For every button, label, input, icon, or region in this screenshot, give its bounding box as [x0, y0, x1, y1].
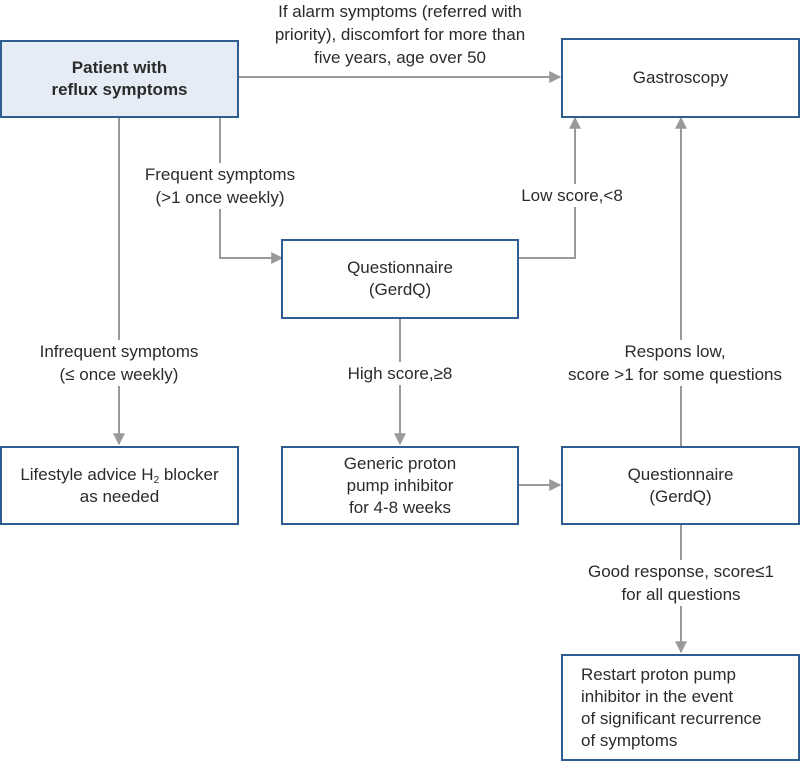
ppi-box-line: pump inhibitor	[346, 475, 454, 495]
lifestyle-box-line: as needed	[79, 486, 160, 506]
restart-box-line: of significant recurrence	[581, 708, 762, 728]
alarm-label-line: priority), discomfort for more than	[274, 25, 526, 44]
restart-box: Restart proton pump inhibitor in the eve…	[561, 654, 800, 761]
respons-low-label-line: Respons low,	[624, 342, 726, 361]
respons-low-label-line: score >1 for some questions	[567, 365, 783, 384]
questionnaire2-box: Questionnaire (GerdQ)	[561, 446, 800, 525]
patient-box: Patient with reflux symptoms	[0, 40, 239, 118]
respons-low-label: Respons low, score >1 for some questions	[555, 340, 795, 386]
infrequent-symptoms-label: Infrequent symptoms (≤ once weekly)	[34, 340, 204, 386]
infrequent-label-line: Infrequent symptoms	[39, 342, 199, 361]
questionnaire-box-line: (GerdQ)	[368, 280, 432, 299]
ppi-box: Generic proton pump inhibitor for 4-8 we…	[281, 446, 519, 525]
questionnaire-box-line: Questionnaire	[347, 258, 453, 277]
low-score-label-line: Low score,<8	[521, 186, 623, 205]
good-response-label-line: for all questions	[621, 585, 741, 604]
ppi-box-line: Generic proton	[343, 453, 457, 473]
good-response-label: Good response, score≤1 for all questions	[561, 560, 800, 606]
high-score-label: High score,≥8	[334, 362, 466, 385]
lifestyle-box-line: Lifestyle advice H2 blocker	[20, 464, 219, 486]
gastroscopy-box-line: Gastroscopy	[632, 68, 729, 87]
restart-box-line: Restart proton pump	[581, 664, 736, 684]
high-score-label-line: High score,≥8	[347, 364, 453, 383]
alarm-symptoms-label: If alarm symptoms (referred with priorit…	[240, 0, 560, 69]
patient-box-line: reflux symptoms	[51, 80, 188, 99]
ppi-box-line: for 4-8 weeks	[348, 497, 452, 517]
restart-box-line: inhibitor in the event	[581, 686, 734, 706]
restart-box-line: of symptoms	[581, 730, 678, 750]
frequent-label-line: (>1 once weekly)	[155, 188, 285, 207]
questionnaire2-box-line: (GerdQ)	[649, 486, 712, 506]
alarm-label-line: five years, age over 50	[314, 48, 486, 67]
gastroscopy-box: Gastroscopy	[561, 38, 800, 118]
frequent-symptoms-label: Frequent symptoms (>1 once weekly)	[140, 163, 300, 209]
patient-box-line: Patient with	[71, 58, 168, 77]
questionnaire2-box-line: Questionnaire	[627, 464, 734, 484]
alarm-label-line: If alarm symptoms (referred with	[278, 2, 522, 21]
questionnaire-box: Questionnaire (GerdQ)	[281, 239, 519, 319]
frequent-label-line: Frequent symptoms	[144, 165, 296, 184]
lifestyle-advice-box: Lifestyle advice H2 blocker as needed	[0, 446, 239, 525]
infrequent-label-line: (≤ once weekly)	[59, 365, 179, 384]
good-response-label-line: Good response, score≤1	[587, 562, 775, 581]
low-score-label: Low score,<8	[510, 184, 634, 207]
arrow-questionnaire-to-gastroscopy	[518, 116, 581, 259]
